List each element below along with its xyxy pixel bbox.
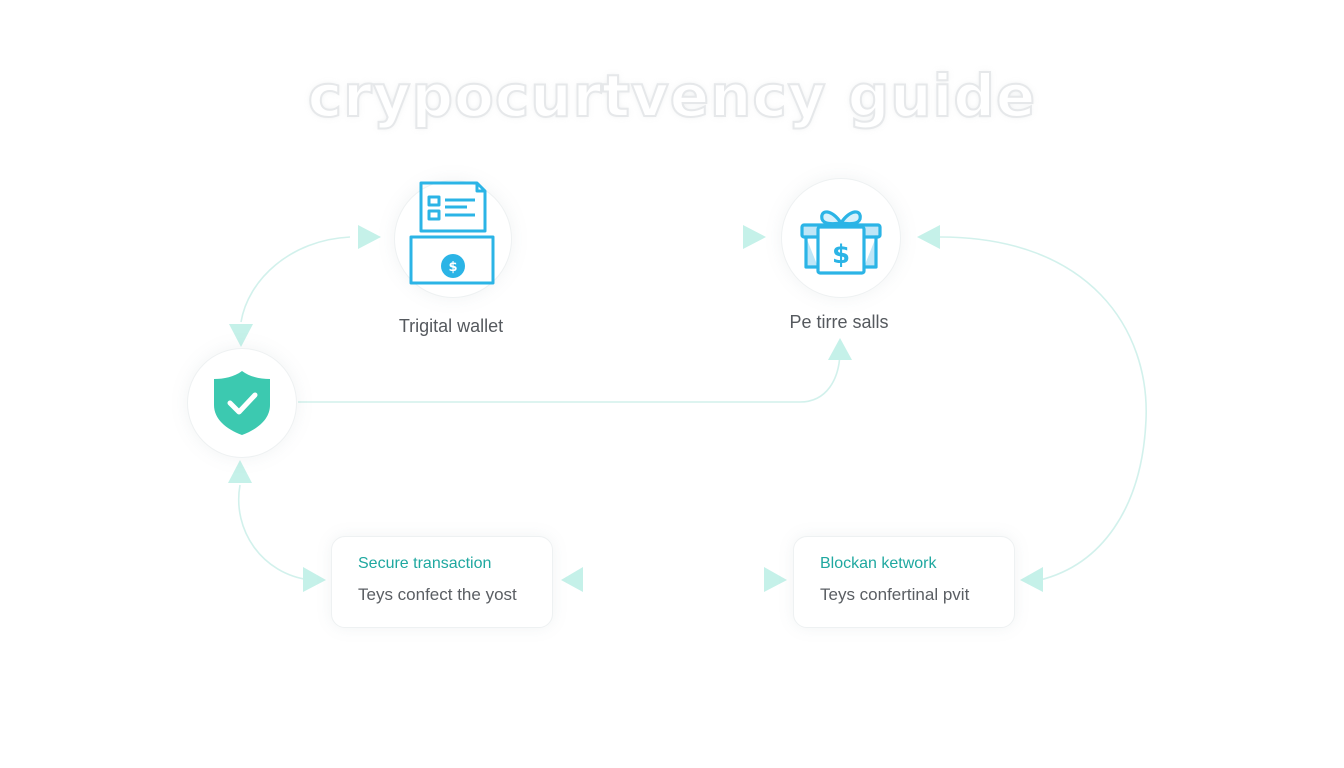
shield-check-icon [214, 371, 270, 435]
svg-text:$: $ [832, 240, 850, 270]
gift-dollar-icon: $ [800, 210, 882, 275]
connector-sales-to-blockchain [939, 236, 1147, 581]
arrow-into-sales-right [917, 225, 940, 249]
connector-wallet-to-shield [240, 236, 351, 323]
secure-transaction-card[interactable]: Secure transaction Teys confect the yost [331, 536, 553, 628]
arrow-to-shield-top [229, 324, 253, 347]
wallet-document-icon: $ [409, 181, 495, 285]
arrow-up-to-sales-label [828, 338, 852, 360]
arrow-into-blockchain-card-left [764, 567, 787, 592]
sales-node[interactable]: $ [781, 178, 901, 298]
arrow-into-blockchain-card-right [1020, 567, 1043, 592]
security-node[interactable] [187, 348, 297, 458]
connector-shield-to-sales [298, 349, 841, 403]
blockchain-network-description: Teys confertinal pvit [820, 585, 970, 604]
arrow-from-shield-bottom [228, 460, 252, 483]
secure-transaction-description: Teys confect the yost [358, 585, 517, 604]
blockchain-network-title: Blockan ketwork [820, 555, 937, 572]
arrow-into-secure-card [303, 567, 326, 592]
wallet-label: Trigital wallet [398, 316, 504, 336]
wallet-node[interactable]: $ [394, 180, 512, 298]
arrow-into-sales-left [743, 225, 766, 249]
sales-label: Pe tirre salls [789, 312, 889, 332]
svg-text:$: $ [448, 260, 457, 275]
secure-transaction-title: Secure transaction [358, 555, 492, 572]
arrow-from-secure-card [561, 567, 583, 592]
page-title: crypocurtvency guide [307, 61, 1037, 131]
connector-shield-to-secure [238, 484, 311, 581]
arrow-into-wallet [358, 225, 381, 249]
blockchain-network-card[interactable]: Blockan ketwork Teys confertinal pvit [793, 536, 1015, 628]
